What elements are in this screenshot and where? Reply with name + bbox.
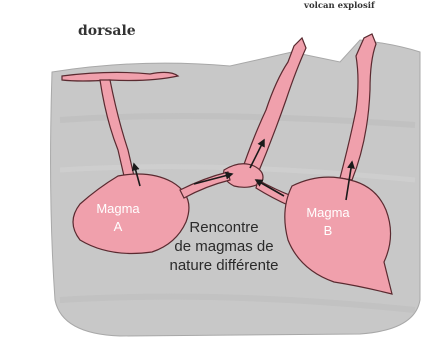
magma-a-label: Magma A <box>86 200 150 236</box>
magma-a-letter: A <box>86 218 150 236</box>
magma-b-label: Magma B <box>296 204 360 240</box>
encounter-caption: Rencontre de magmas de nature différente <box>150 218 298 275</box>
encounter-line-2: de magmas de <box>150 237 298 256</box>
encounter-line-3: nature différente <box>150 256 298 275</box>
magma-a-name: Magma <box>86 200 150 218</box>
encounter-line-1: Rencontre <box>150 218 298 237</box>
ridge-label: dorsale <box>78 24 136 38</box>
magma-b-letter: B <box>296 222 360 240</box>
volcano-label: volcan explosif <box>304 2 375 11</box>
magma-b-name: Magma <box>296 204 360 222</box>
